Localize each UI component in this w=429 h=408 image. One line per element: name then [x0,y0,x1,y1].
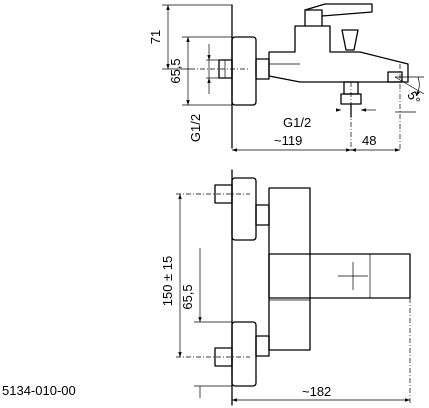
dim-119-label: ~119 [274,133,302,148]
dim-48-label: 48 [362,133,376,148]
product-code: 5134-010-00 [2,383,76,398]
side-flange [231,36,257,106]
side-body [268,25,409,83]
side-nut [255,58,270,80]
dim-angle-label: 5° [404,89,423,107]
dim-71-label: 71 [148,30,163,44]
front-body [268,187,311,351]
dim-g12-horizontal-label: G1/2 [283,115,311,130]
front-nut-top [255,204,270,226]
front-connector-top [214,184,233,204]
front-connector-bottom [214,347,233,367]
side-lever [304,3,373,17]
front-flange-top [231,177,257,241]
angle-arc [415,76,420,97]
front-view [176,169,411,406]
dim-182-label: ~182 [302,384,331,399]
front-dimensions: 150 ± 15 65,5 ~182 [160,194,410,402]
dim-g12-vertical-label: G1/2 [188,114,203,142]
side-lever-base [304,9,323,27]
front-spout [268,253,411,299]
side-diverter-knob [341,29,359,51]
side-view [190,3,425,150]
dim-65-5-top-label: 65,5 [168,58,183,83]
side-dimensions: 71 65,5 G1/2 G1/2 5° ~119 48 [148,4,424,152]
dim-65-5-front-label: 65,5 [180,284,195,309]
dim-150-label: 150 ± 15 [160,256,175,307]
front-flange-bottom [231,321,257,387]
front-nut-bottom [255,335,270,357]
